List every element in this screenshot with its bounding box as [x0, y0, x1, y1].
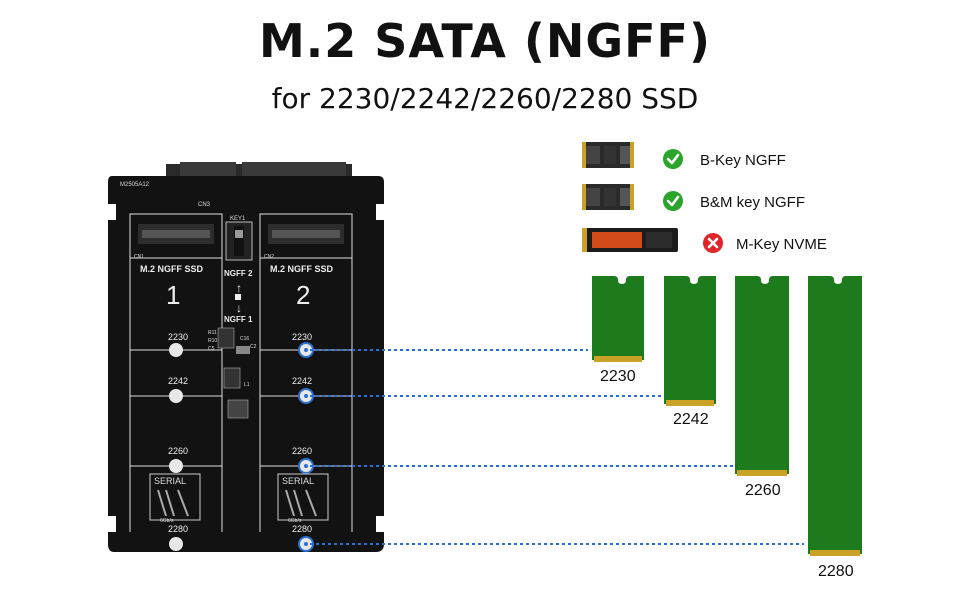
- serial-logo: [149, 473, 201, 521]
- right-mount-label-2230: 2230: [292, 332, 312, 342]
- serial-speed: 6Gb/s: [160, 518, 174, 524]
- nvme-ssd-thumbnail: [582, 228, 678, 252]
- page-title: M.2 SATA (NGFF): [259, 14, 711, 68]
- inductor: [223, 367, 241, 389]
- switch-top-label: NGFF 2: [224, 269, 253, 278]
- red-x-icon: [703, 233, 723, 253]
- slot1-number: 1: [166, 280, 180, 310]
- ssd-2230-label: 2230: [600, 368, 636, 385]
- cn3-label: CN3: [198, 202, 211, 208]
- r10-label: R10: [208, 338, 217, 344]
- green-check-icon: [663, 191, 683, 211]
- board-model: M2505A12: [120, 182, 150, 188]
- c5-label: C5: [208, 346, 215, 352]
- compat-label: M-Key NVME: [736, 236, 827, 253]
- page-subtitle: for 2230/2242/2260/2280 SSD: [271, 82, 699, 115]
- board-pcb: [108, 176, 384, 552]
- serial-logo: [277, 473, 329, 521]
- ssd-2280-label: 2280: [818, 563, 854, 580]
- switch-bottom-label: NGFF 1: [224, 315, 253, 324]
- left-mount-hole-2230: [169, 343, 183, 357]
- adapter-board: M2505A12 CN3 CN1 M.2 NGFF SSD 1 CN2 M.2 …: [108, 162, 384, 552]
- ssd-sticks: [592, 276, 862, 556]
- left-mount-label-2230: 2230: [168, 332, 188, 342]
- svg-text:↑: ↑: [236, 281, 242, 295]
- cn2-label: CN2: [264, 254, 274, 260]
- serial-text: SERIAL: [282, 476, 314, 486]
- r11-label: R11: [208, 330, 217, 336]
- ssd-2242-label: 2242: [673, 411, 709, 428]
- serial-speed: 6Gb/s: [288, 518, 302, 524]
- bkey-ssd-thumbnail: [582, 142, 634, 168]
- ssd-2280: [808, 276, 862, 556]
- left-mount-hole-2280: [169, 537, 183, 551]
- key1-label: KEY1: [230, 216, 246, 222]
- right-mount-label-2242: 2242: [292, 376, 312, 386]
- left-mount-label-2260: 2260: [168, 446, 188, 456]
- right-mount-label-2260: 2260: [292, 446, 312, 456]
- left-mount-label-2280: 2280: [168, 524, 188, 534]
- slot2-label: M.2 NGFF SSD: [270, 264, 334, 274]
- serial-text: SERIAL: [154, 476, 186, 486]
- ssd-2242: [664, 276, 716, 406]
- compat-label: B-Key NGFF: [700, 152, 786, 169]
- bmkey-ssd-thumbnail: [582, 184, 634, 210]
- ssd-2230: [592, 276, 644, 362]
- cn1-label: CN1: [134, 254, 144, 260]
- left-mount-hole-2260: [169, 459, 183, 473]
- right-mount-label-2280: 2280: [292, 524, 312, 534]
- green-check-icon: [663, 149, 683, 169]
- slot1-label: M.2 NGFF SSD: [140, 264, 204, 274]
- left-mount-hole-2242: [169, 389, 183, 403]
- l1-label: L1: [244, 382, 250, 388]
- slot2-number: 2: [296, 280, 310, 310]
- left-mount-label-2242: 2242: [168, 376, 188, 386]
- c16-label: C16: [240, 336, 249, 342]
- svg-text:↓: ↓: [236, 301, 242, 315]
- c2-label: C2: [250, 344, 257, 350]
- length-guides: [310, 349, 804, 545]
- ssd-2260-label: 2260: [745, 482, 781, 499]
- ssd-2260: [735, 276, 789, 476]
- compat-label: B&M key NGFF: [700, 194, 806, 211]
